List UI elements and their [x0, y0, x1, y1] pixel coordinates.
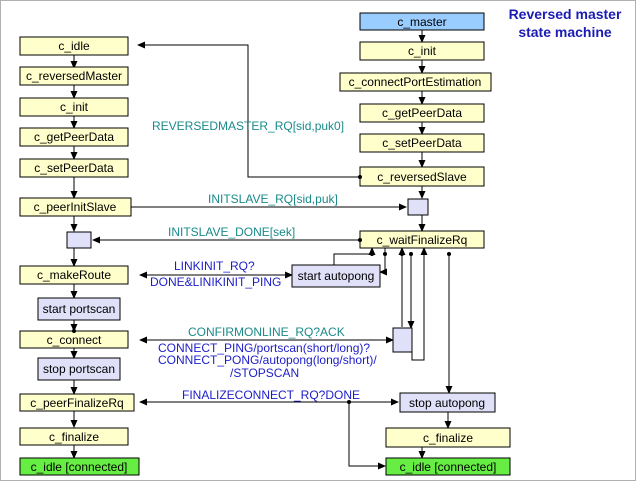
left-activity-start-portscan: start portscan — [37, 297, 121, 321]
right-state-get-peer-data: c_getPeerData — [359, 103, 485, 123]
left-state-idle-label: c_idle — [58, 39, 90, 53]
right-state-init: c_init — [359, 41, 485, 61]
left-state-peer-finalize-rq-label: c_peerFinalizeRq — [30, 396, 123, 410]
right-state-set-peer-data: c_setPeerData — [359, 133, 485, 153]
right-junction-connect — [392, 327, 413, 353]
label-confirmonline-rq: CONFIRMONLINE_RQ?ACK — [188, 325, 345, 339]
left-activity-stop-portscan: stop portscan — [37, 357, 121, 381]
left-state-set-peer-data-label: c_setPeerData — [34, 161, 114, 175]
right-state-reversed-slave: c_reversedSlave — [358, 166, 485, 187]
label-initslave-done: INITSLAVE_DONE[sek] — [168, 225, 295, 239]
right-state-get-peer-data-label: c_getPeerData — [382, 106, 462, 120]
right-state-finalize: c_finalize — [385, 427, 511, 448]
right-state-connect-port-estimation-label: c_connectPortEstimation — [349, 75, 482, 89]
label-finalizeconnect-rq: FINALIZECONNECT_RQ?DONE — [182, 388, 360, 402]
right-state-master: c_master — [359, 12, 485, 31]
right-state-finalize-label: c_finalize — [423, 431, 473, 445]
left-state-peer-init-slave: c_peerInitSlave — [19, 197, 132, 217]
label-reversedmaster-rq: REVERSEDMASTER_RQ[sid,puk0] — [152, 119, 344, 133]
left-state-idle: c_idle — [19, 36, 129, 56]
right-activity-start-autopong: start autopong — [291, 264, 381, 288]
left-state-reversed-master-label: c_reversedMaster — [26, 69, 122, 83]
left-state-init-label: c_init — [60, 100, 89, 114]
right-activity-stop-autopong: stop autopong — [399, 392, 496, 413]
right-junction-initslave — [407, 198, 429, 216]
left-state-peer-init-slave-label: c_peerInitSlave — [34, 200, 117, 214]
right-state-idle-connected: c_idle [connected] — [385, 457, 511, 476]
left-junction-initslave — [66, 231, 92, 249]
label-linkinit-rq: LINKINIT_RQ? — [174, 259, 255, 273]
left-state-peer-finalize-rq: c_peerFinalizeRq — [19, 393, 135, 412]
left-state-init: c_init — [19, 97, 129, 117]
diagram-title-line1: Reversed master — [509, 6, 622, 22]
left-state-make-route-label: c_makeRoute — [37, 268, 111, 282]
label-connect-pong: CONNECT_PONG/autopong(long/short)/ — [158, 353, 377, 367]
left-activity-start-portscan-label: start portscan — [43, 302, 116, 316]
right-state-wait-finalize-rq: c_waitFinalizeRq — [358, 230, 485, 249]
diagram-title-line2: state machine — [518, 24, 612, 40]
left-state-finalize-label: c_finalize — [49, 430, 99, 444]
label-stopscan: /STOPSCAN — [230, 366, 299, 380]
left-state-finalize: c_finalize — [19, 427, 129, 446]
right-state-reversed-slave-label: c_reversedSlave — [377, 170, 467, 184]
label-done-linkinit-ping: DONE&LINIKINIT_PING — [150, 275, 281, 289]
left-state-set-peer-data: c_setPeerData — [19, 158, 129, 178]
left-state-connect: c_connect — [19, 329, 129, 349]
left-state-idle-connected: c_idle [connected] — [19, 457, 140, 476]
left-state-get-peer-data: c_getPeerData — [19, 127, 129, 147]
left-activity-stop-portscan-label: stop portscan — [43, 362, 115, 376]
label-connect-ping: CONNECT_PING/portscan(short/long)? — [158, 341, 370, 355]
left-state-connect-label: c_connect — [47, 333, 102, 347]
right-state-connect-port-estimation: c_connectPortEstimation — [339, 72, 492, 92]
edge-reversedmaster-rq — [137, 41, 362, 178]
right-state-master-label: c_master — [397, 15, 446, 29]
left-state-reversed-master: c_reversedMaster — [19, 66, 129, 86]
left-state-idle-connected-label: c_idle [connected] — [31, 460, 128, 474]
right-activity-stop-autopong-label: stop autopong — [409, 396, 485, 410]
right-activity-start-autopong-label: start autopong — [298, 269, 375, 283]
right-state-wait-finalize-rq-label: c_waitFinalizeRq — [377, 233, 468, 247]
right-state-idle-connected-label: c_idle [connected] — [400, 460, 497, 474]
label-initslave-rq: INITSLAVE_RQ[sid,puk] — [208, 192, 338, 206]
left-state-get-peer-data-label: c_getPeerData — [34, 130, 114, 144]
left-state-make-route: c_makeRoute — [19, 265, 129, 285]
right-state-set-peer-data-label: c_setPeerData — [382, 136, 462, 150]
right-state-init-label: c_init — [408, 44, 437, 58]
